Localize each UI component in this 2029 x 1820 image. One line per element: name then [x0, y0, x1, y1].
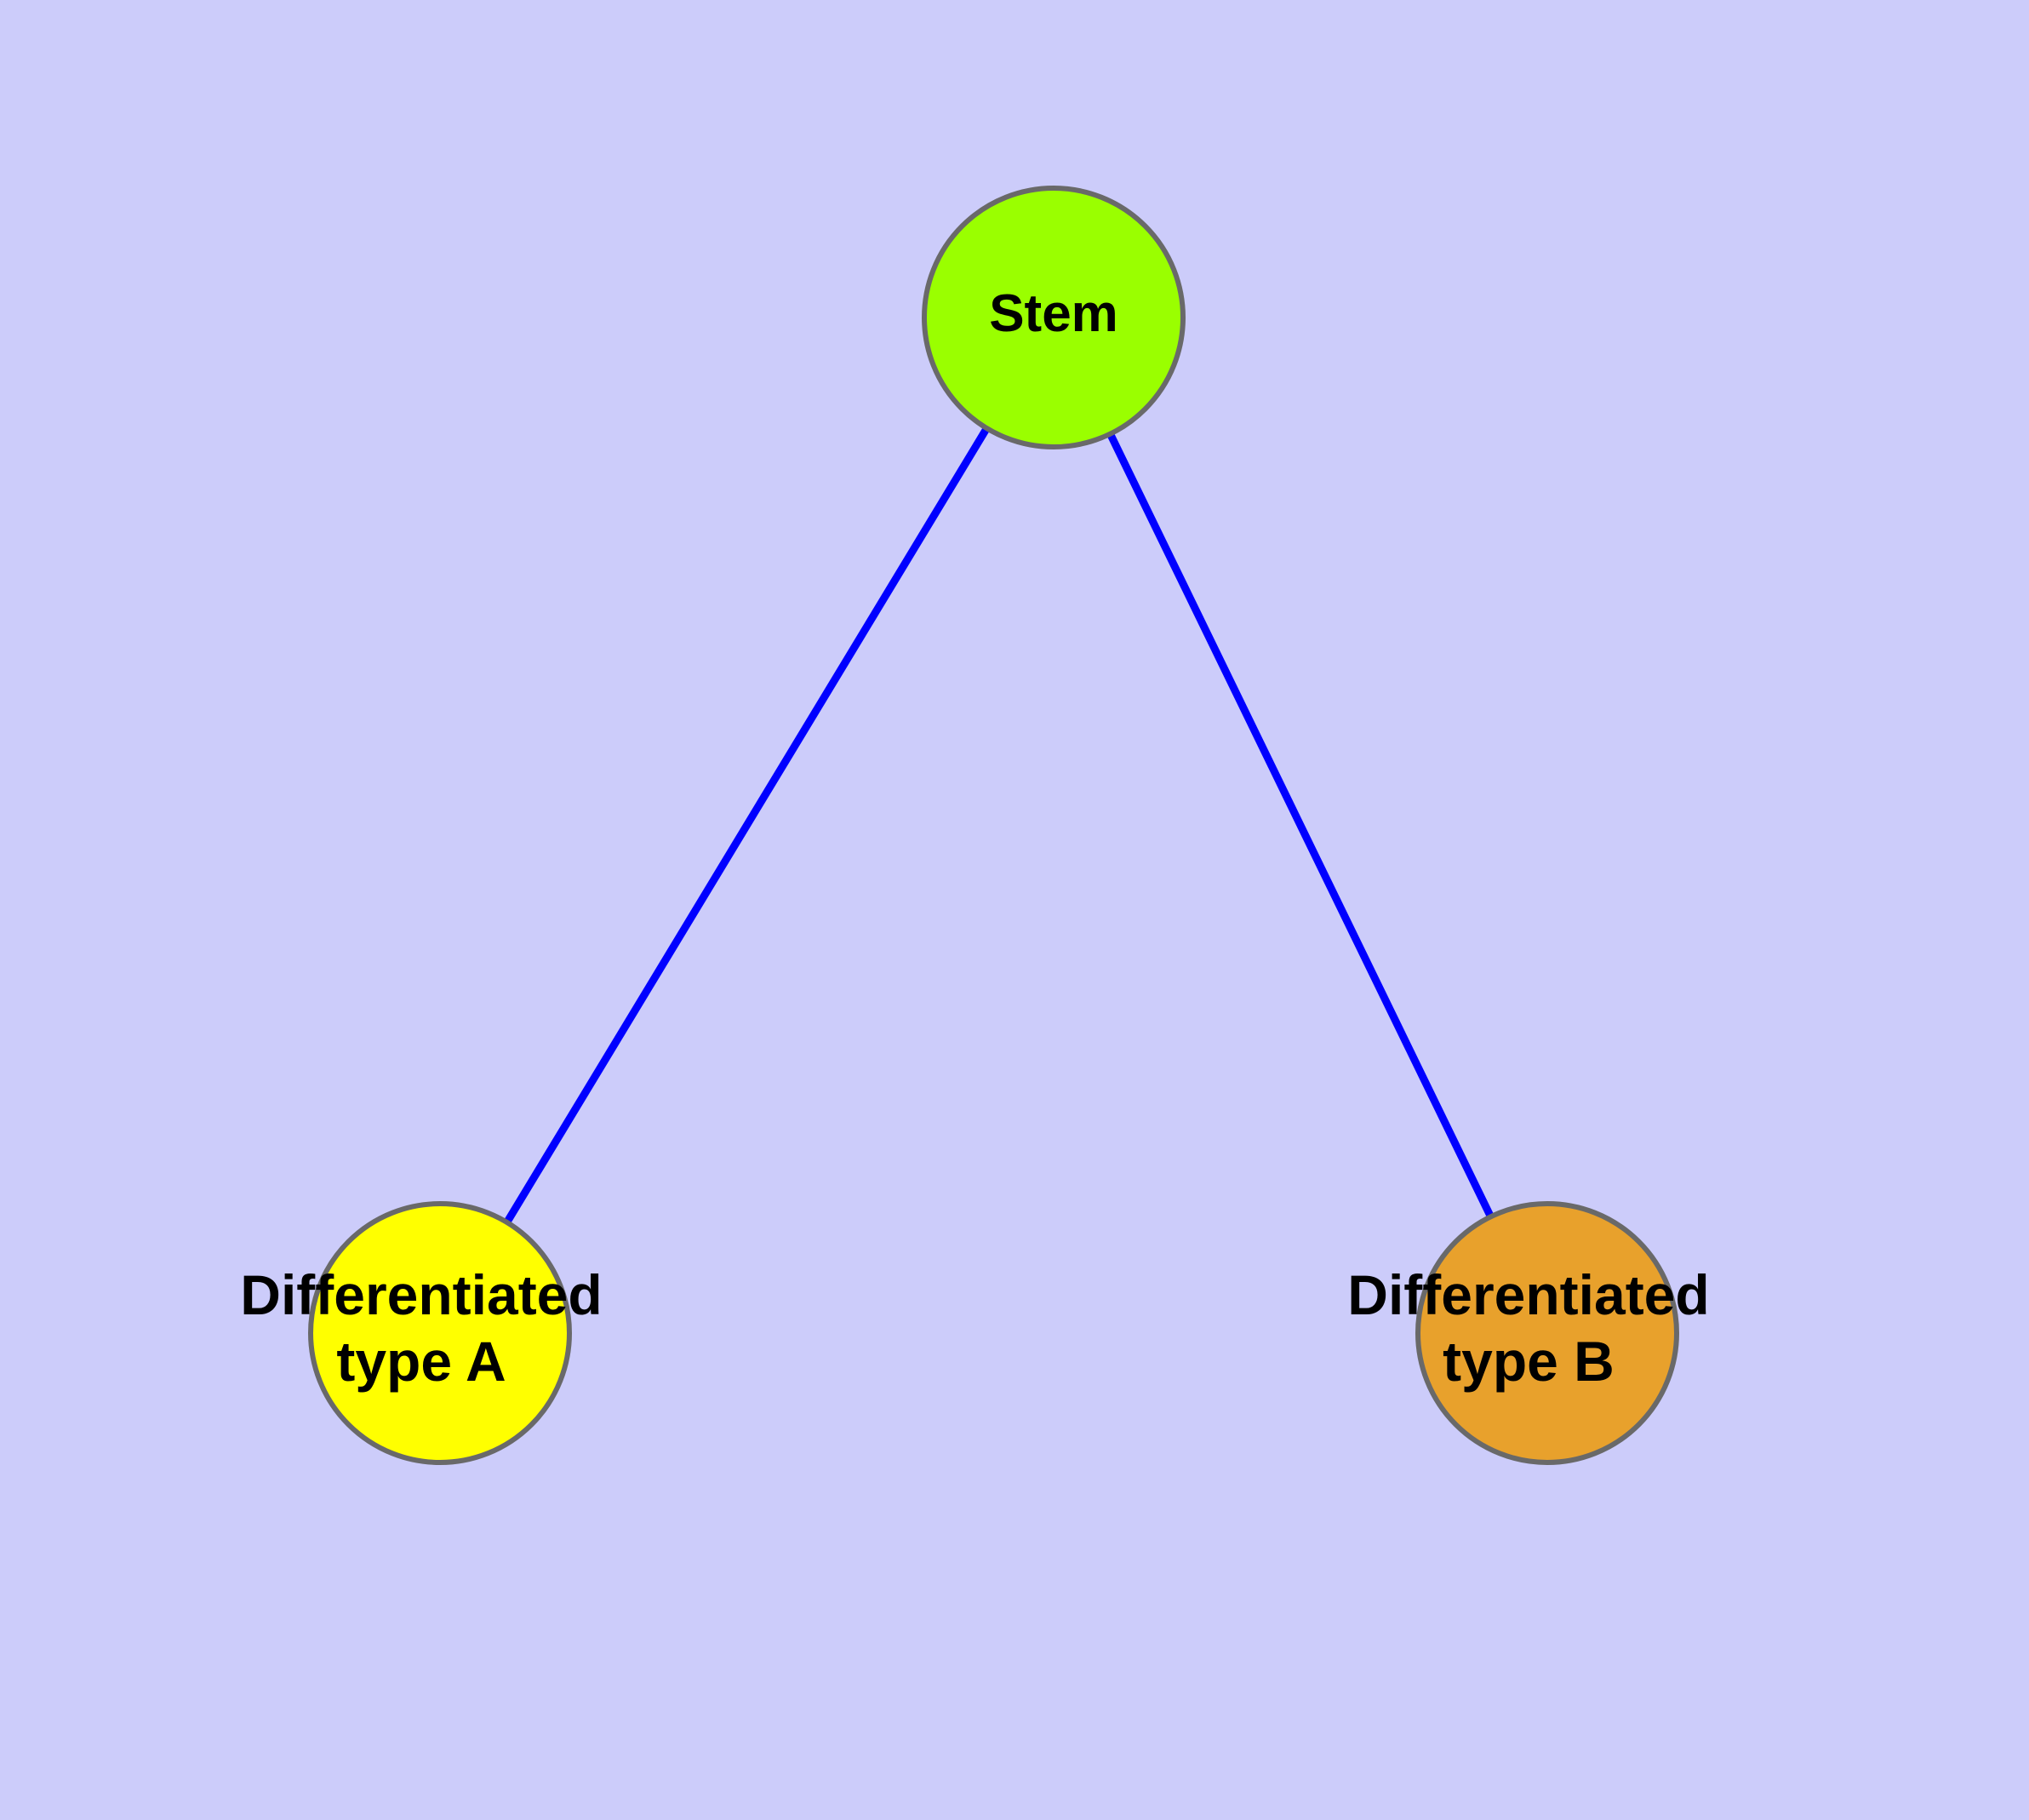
edge-stem-to-differentiated-type-b [1049, 316, 1552, 1335]
node-layer [308, 186, 1679, 1465]
node-differentiated-type-a-circle[interactable] [308, 1201, 572, 1465]
node-label-line: Differentiated [240, 1263, 602, 1326]
node-label-line: type A [336, 1330, 506, 1393]
node-differentiated-type-b[interactable] [1415, 1201, 1679, 1465]
node-differentiated-type-b-circle[interactable] [1415, 1201, 1679, 1465]
node-stem[interactable] [922, 186, 1186, 449]
node-stem-label: Stem [989, 284, 1118, 343]
node-label-line: type B [1443, 1330, 1615, 1393]
edge-layer [437, 315, 1552, 1336]
node-differentiated-type-a[interactable] [308, 1201, 572, 1465]
node-label-line: Stem [989, 284, 1118, 343]
node-label-line: Differentiated [1347, 1263, 1709, 1326]
node-stem-circle[interactable] [922, 186, 1186, 449]
edge-stem-to-differentiated-type-a [437, 315, 1057, 1336]
